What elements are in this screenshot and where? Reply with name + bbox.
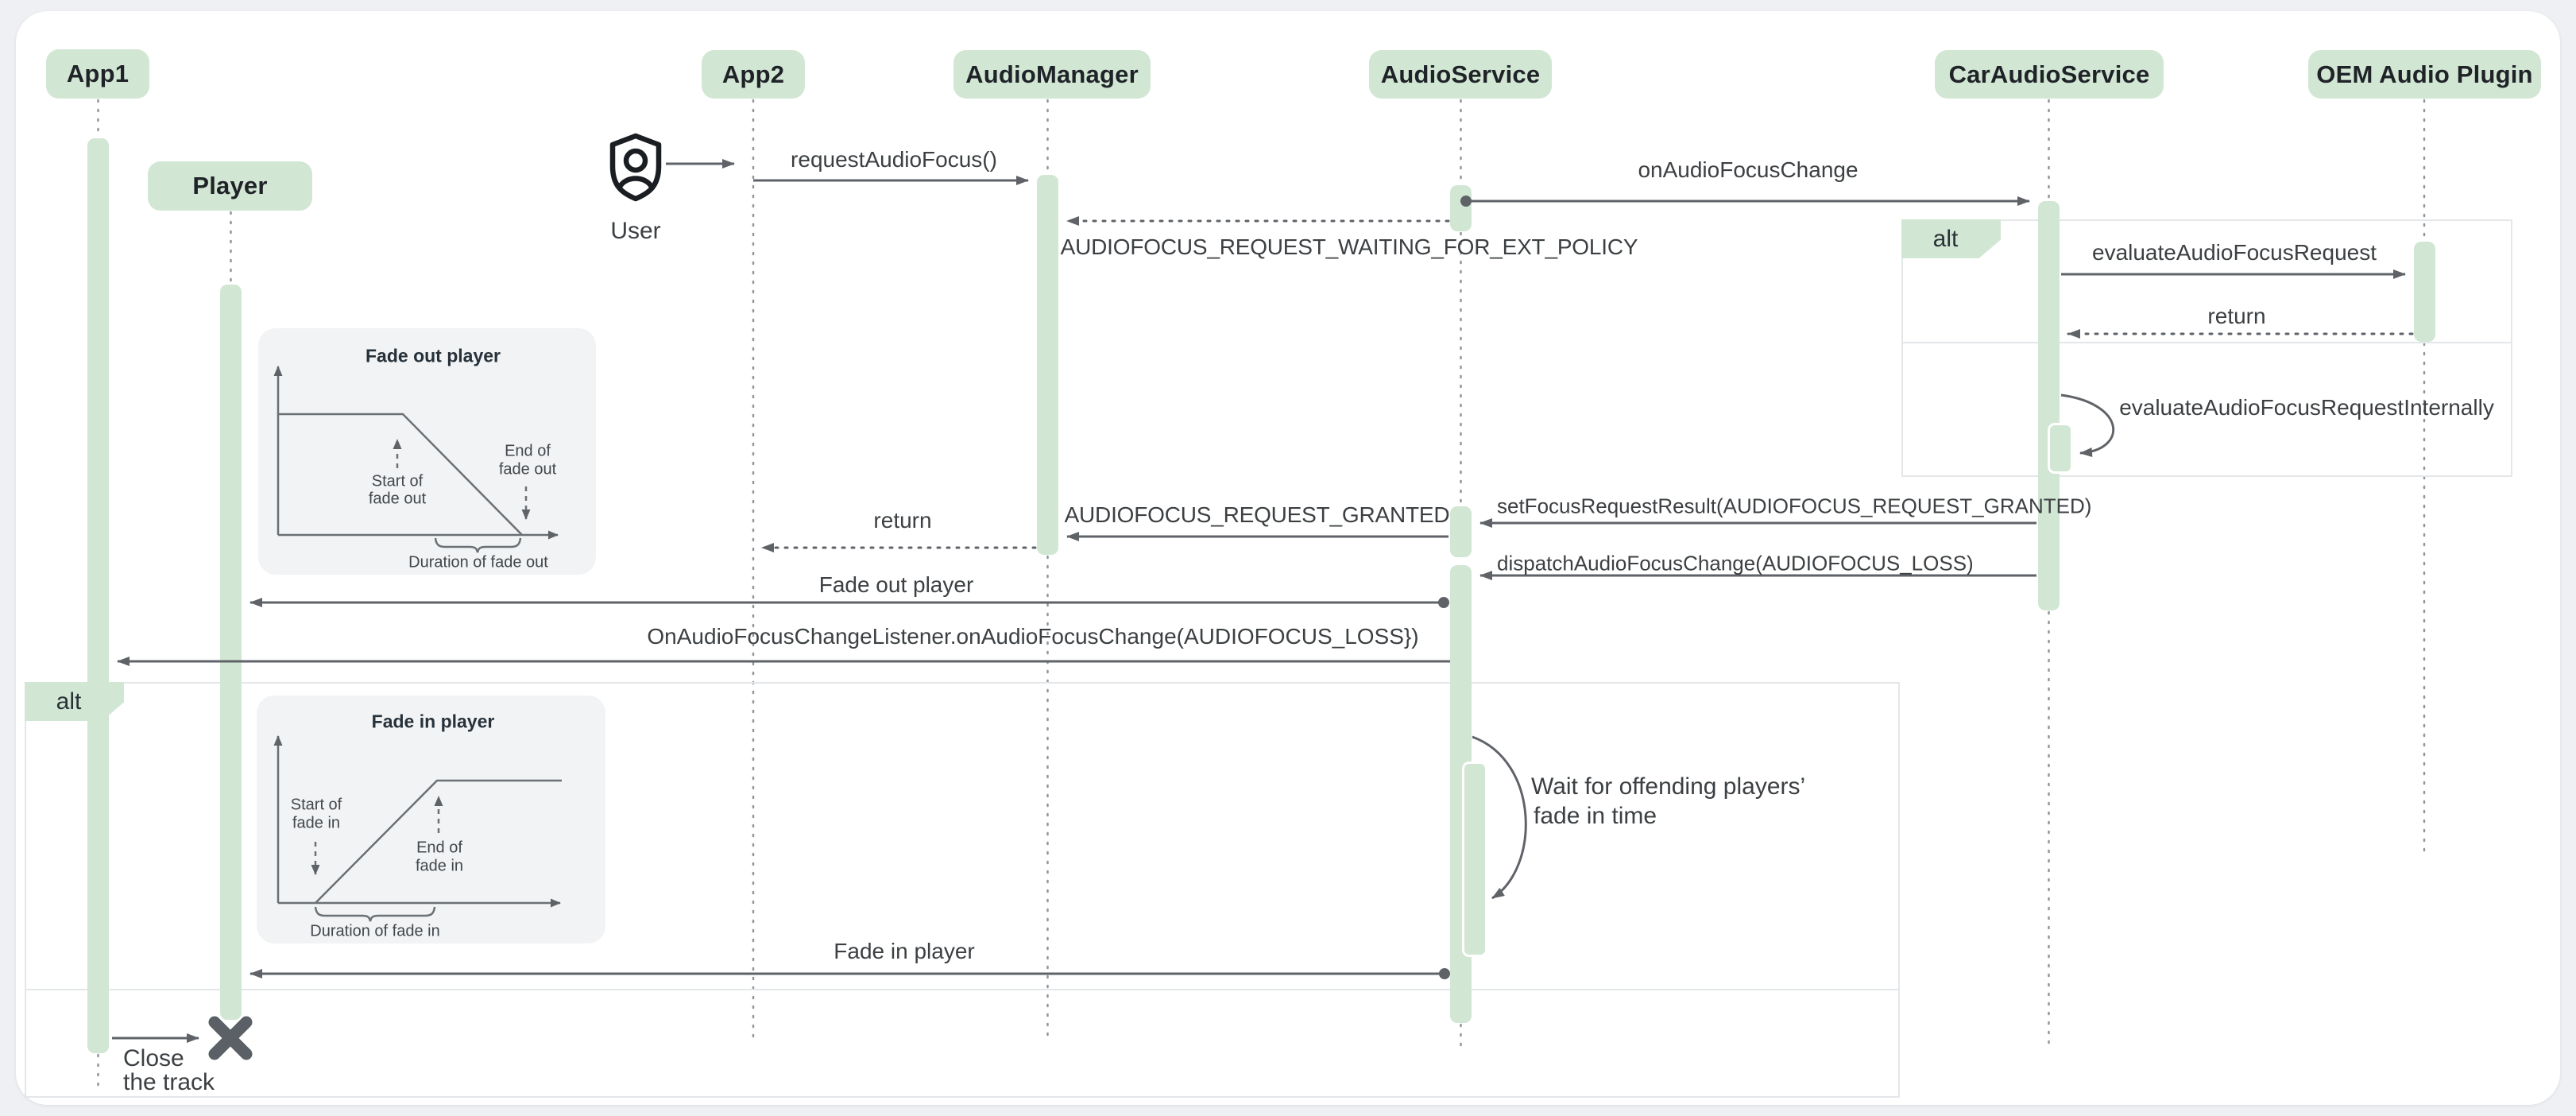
alt-frame-right [1901,219,2512,477]
alt-label-right: alt [1901,219,2001,258]
participant-player: Player [148,161,312,211]
fade-in-duration: Duration of fade in [310,922,440,940]
activation-app1 [87,138,109,1053]
fade-out-start-l1: Start of [371,472,424,490]
msg-close-line1: Close [123,1045,184,1071]
msg-close-line2: the track [123,1069,215,1095]
msg-return-right: return [2207,304,2266,328]
msg-set-focus-result: setFocusRequestResult(AUDIOFOCUS_REQUEST… [1497,494,2092,518]
activation-audioservice-2 [1450,506,1472,557]
activation-caraudioservice [2038,201,2060,610]
msg-on-focus-change-listener: OnAudioFocusChangeListener.onAudioFocusC… [647,624,1419,649]
alt-label-right-text: alt [1932,225,1959,252]
msg-fade-out-player: Fade out player [818,572,974,597]
msg-evaluate-request: evaluateAudioFocusRequest [2091,240,2377,265]
alt-frame-right-divider [1903,342,2511,343]
msg-request-granted: AUDIOFOCUS_REQUEST_GRANTED [1064,502,1450,527]
msg-fade-in-player: Fade in player [834,939,975,963]
fade-in-start-l2: fade in [292,814,341,832]
actor-label: User [610,218,661,244]
alt-label-left: alt [25,682,124,721]
participant-audiomanager: AudioManager [953,50,1151,99]
fade-in-start-l1: Start of [290,796,342,814]
msg-request-audio-focus: requestAudioFocus() [791,147,997,172]
msg-waiting-ext-policy: AUDIOFOCUS_REQUEST_WAITING_FOR_EXT_POLIC… [1060,234,1638,259]
msg-dispatch-change: dispatchAudioFocusChange(AUDIOFOCUS_LOSS… [1497,551,1974,575]
fade-in-end-l2: fade in [415,857,464,875]
participant-app1-label: App1 [66,60,130,87]
fade-out-end-l1: End of [505,442,551,460]
msg-evaluate-internally: evaluateAudioFocusRequestInternally [2119,395,2494,420]
msg-on-audio-focus-change: onAudioFocusChange [1638,157,1859,182]
participant-caraudioservice: CarAudioService [1935,50,2164,99]
participant-audiomanager-label: AudioManager [965,60,1139,88]
msg-wait-line2: fade in time [1534,803,1657,829]
participant-player-label: Player [192,172,268,200]
alt-frame-left [25,682,1900,1098]
participant-app1: App1 [46,49,149,99]
alt-label-left-text: alt [56,688,82,715]
alt-frame-left-divider [26,989,1898,990]
msg-return-left: return [873,508,932,533]
participant-caraudioservice-label: CarAudioService [1948,60,2150,88]
participant-audioservice-label: AudioService [1380,60,1541,88]
activation-audiomanager [1037,175,1058,555]
activation-audioservice-1 [1450,185,1472,231]
participant-oem: OEM Audio Plugin [2308,50,2541,99]
participant-oem-label: OEM Audio Plugin [2316,60,2533,88]
fade-out-end-l2: fade out [498,460,557,479]
fade-in-title: Fade in player [371,711,495,732]
participant-audioservice: AudioService [1369,50,1552,99]
activation-oem [2414,242,2435,342]
fade-in-end-l1: End of [416,839,462,857]
activation-player [220,285,242,1020]
fade-out-start-l2: fade out [368,490,427,508]
fade-out-duration: Duration of fade out [408,553,548,572]
activation-audioservice-nested [1462,761,1487,957]
activation-caraudioservice-nested [2048,423,2073,474]
fade-out-title: Fade out player [366,345,501,366]
msg-wait-line1: Wait for offending players’ [1531,773,1806,800]
participant-app2: App2 [702,50,805,99]
participant-app2-label: App2 [721,60,785,88]
